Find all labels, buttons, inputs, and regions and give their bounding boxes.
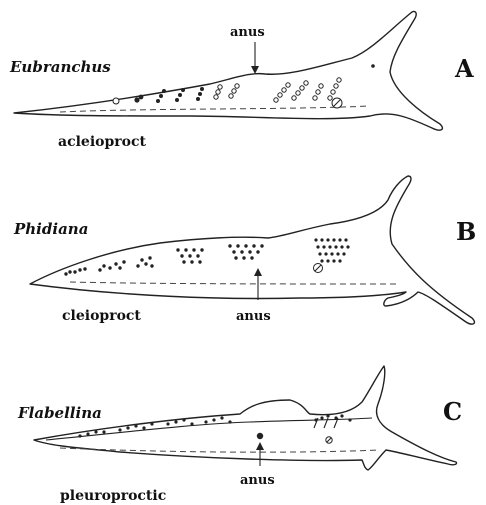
panel-c: Flabellina C anus pleuroproctic [17, 366, 462, 504]
panel-b-body-outline [30, 176, 474, 324]
panel-a: Eubranchus A anus acleioproct [9, 11, 474, 150]
panel-c-term: pleuroproctic [60, 488, 166, 504]
panel-c-genus: Flabellina [17, 404, 102, 422]
panel-a-anus-arrowhead [251, 66, 259, 74]
panel-b-genus: Phidiana [13, 220, 88, 238]
panel-a-term: acleioproct [58, 134, 147, 150]
panel-c-anus-label: anus [240, 473, 275, 488]
panel-b-anus-label: anus [236, 309, 271, 324]
panel-a-letter: A [454, 54, 474, 83]
panel-c-letter: C [443, 397, 462, 426]
panel-b-letter: B [456, 217, 476, 246]
panel-a-anus-label: anus [230, 25, 265, 40]
panel-b-term: cleioproct [62, 308, 141, 324]
panel-b: Phidiana B anus cleioproct [13, 176, 476, 324]
panel-a-genus: Eubranchus [9, 58, 111, 76]
